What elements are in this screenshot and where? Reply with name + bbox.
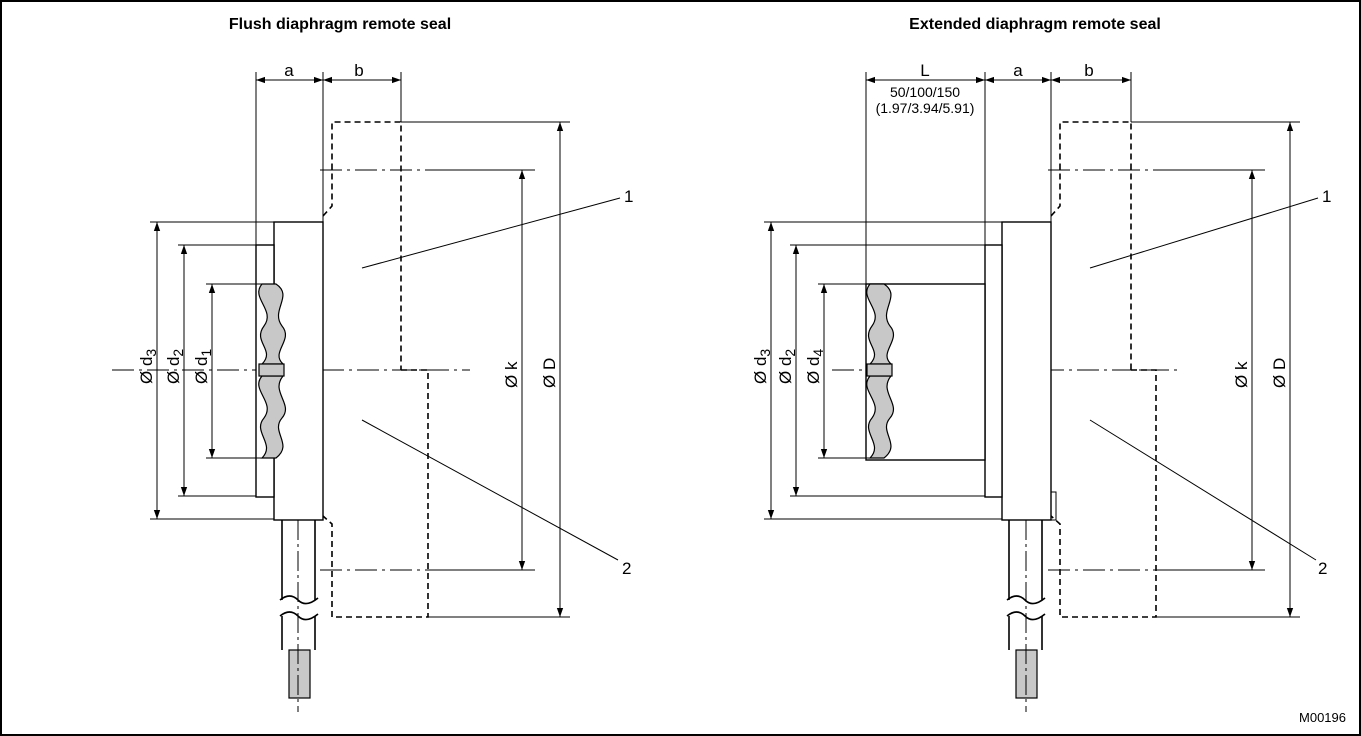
svg-text:a: a [284,61,294,80]
dimension-k: Ø k [502,170,526,570]
svg-text:50/100/150: 50/100/150 [890,84,960,100]
dimension-d2: Ø d2 [164,244,256,497]
mating-flange-outline [322,121,429,618]
dimension-D: Ø D [1270,122,1294,617]
svg-text:Ø d3: Ø d3 [751,349,773,384]
svg-text:Ø d4: Ø d4 [804,349,826,384]
capillary-tube [279,520,319,712]
svg-text:Ø k: Ø k [502,361,521,388]
svg-text:b: b [1084,61,1093,80]
svg-text:Ø d3: Ø d3 [137,349,159,384]
svg-text:Ø D: Ø D [1270,358,1289,388]
svg-text:(1.97/3.94/5.91): (1.97/3.94/5.91) [876,100,975,116]
callout-1: 1 [624,187,633,206]
svg-text:L: L [920,61,929,80]
dimension-d1: Ø d1 [192,283,262,459]
dimension-b: b [323,61,401,84]
callout-1: 1 [1322,187,1331,206]
dimension-a: a [256,61,323,84]
dimension-L: L 50/100/150 (1.97/3.94/5.91) [866,61,985,116]
svg-text:Ø d1: Ø d1 [192,349,214,384]
seal-body [1001,221,1052,521]
drawing-code: M00196 [1299,710,1346,725]
capillary-tube [1006,491,1057,712]
dimension-D: Ø D [540,122,564,617]
svg-text:b: b [354,61,363,80]
dimension-b: b [1051,61,1131,84]
diaphragm-ring [984,244,1003,498]
svg-text:Ø D: Ø D [540,358,559,388]
dimension-a: a [985,61,1051,84]
extended-diaphragm-view: Extended diaphragm remote seal L 50/100/… [751,16,1331,712]
svg-text:Ø d2: Ø d2 [776,349,798,384]
dimension-d2: Ø d2 [776,244,985,497]
left-view-title: Flush diaphragm remote seal [229,16,451,33]
dimension-d3: Ø d3 [137,221,274,520]
svg-text:Ø k: Ø k [1232,361,1251,388]
dimension-k: Ø k [1232,170,1256,570]
callout-2: 2 [1318,559,1327,578]
right-view-title: Extended diaphragm remote seal [909,16,1161,33]
dimension-d3: Ø d3 [751,221,1002,520]
dimension-d4: Ø d4 [804,283,870,459]
svg-text:Ø d2: Ø d2 [164,349,186,384]
svg-text:a: a [1013,61,1023,80]
callout-2: 2 [622,559,631,578]
flush-diaphragm-view: Flush diaphragm remote seal a b [112,16,633,712]
